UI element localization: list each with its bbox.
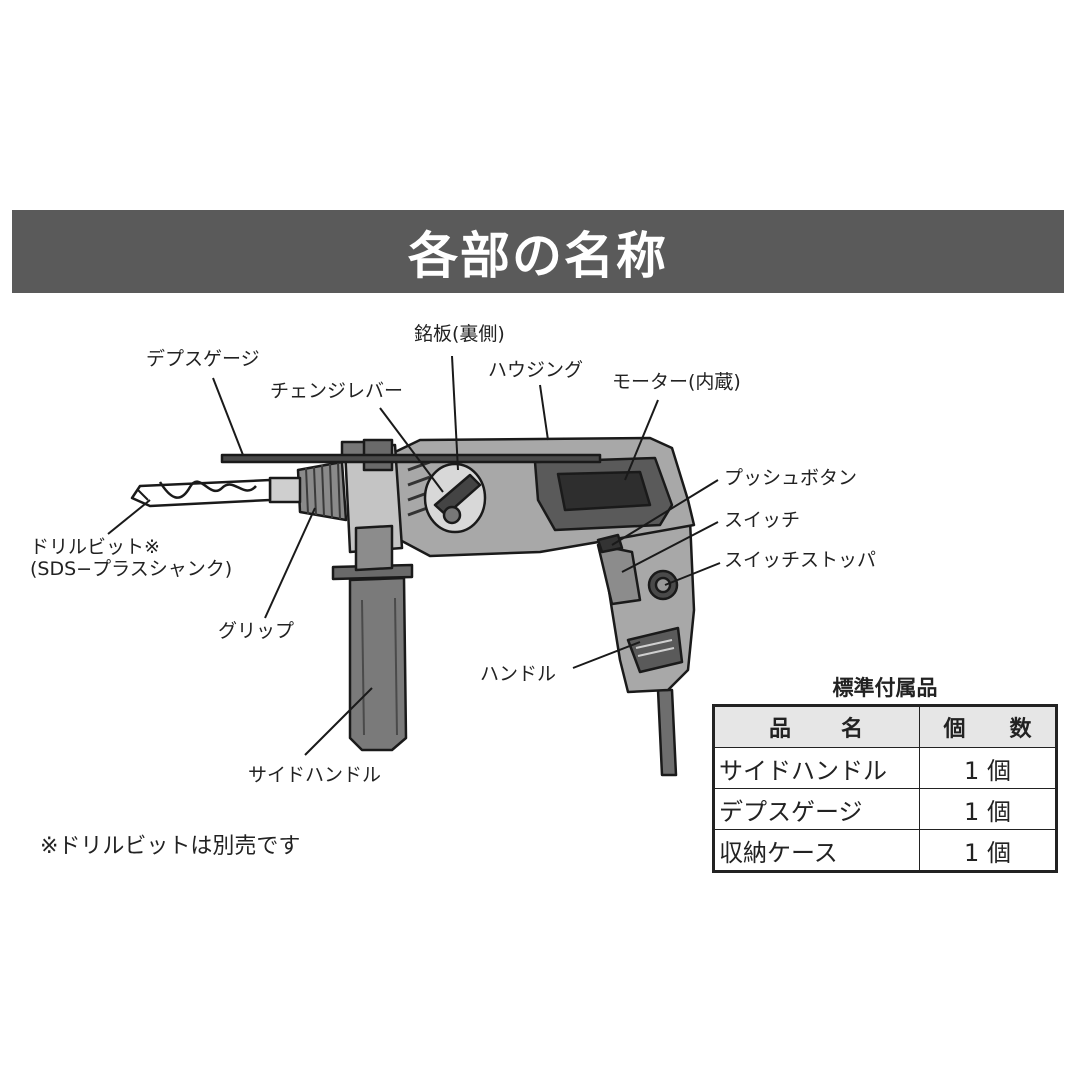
label-change-lever: チェンジレバー xyxy=(270,380,404,402)
leader-lines xyxy=(107,355,721,756)
label-drill-bit-line1: ドリルビット※ xyxy=(30,536,160,558)
note-drill-bit-sold-separately: ※ドリルビットは別売です xyxy=(40,834,301,859)
row-qty: 1 個 xyxy=(919,747,1057,789)
label-drill-bit-line2: (SDS−プラスシャンク) xyxy=(30,557,233,580)
label-push-button: プッシュボタン xyxy=(724,467,858,489)
leader-depth-gauge xyxy=(212,377,244,456)
accessories-table: 品 名 個 数 サイドハンドル 1 個 デプスゲージ 1 個 収納ケース 1 個 xyxy=(712,704,1058,873)
row-name: サイドハンドル xyxy=(713,747,920,789)
label-nameplate: 銘板(裏側) xyxy=(414,323,505,345)
row-qty: 1 個 xyxy=(919,788,1057,830)
table-header-row: 品 名 個 数 xyxy=(713,705,1057,748)
label-depth-gauge: デプスゲージ xyxy=(146,348,260,370)
leader-grip xyxy=(264,507,316,619)
leader-housing xyxy=(539,384,549,441)
row-name: デプスゲージ xyxy=(713,788,920,830)
row-qty: 1 個 xyxy=(919,829,1057,872)
leader-motor xyxy=(624,399,659,481)
leader-handle xyxy=(572,641,641,669)
table-row: サイドハンドル 1 個 xyxy=(713,747,1057,789)
hammer-drill-icon xyxy=(130,436,696,777)
label-switch-stopper: スイッチストッパ xyxy=(724,549,877,571)
label-grip: グリップ xyxy=(218,620,295,642)
leader-side-handle xyxy=(304,687,373,756)
leader-switch-stopper xyxy=(664,562,721,586)
row-name: 収納ケース xyxy=(713,829,920,872)
table-row: デプスゲージ 1 個 xyxy=(713,788,1057,830)
accessories-title: 標準付属品 xyxy=(832,676,938,700)
title-bar: 各部の名称 xyxy=(12,210,1064,293)
label-motor: モーター(内蔵) xyxy=(612,371,741,393)
label-side-handle: サイドハンドル xyxy=(248,764,382,786)
label-drill-bit: ドリルビット※ (SDS−プラスシャンク) xyxy=(30,536,233,581)
leader-push-button xyxy=(611,479,719,546)
leader-switch xyxy=(621,521,719,573)
label-housing: ハウジング xyxy=(488,359,584,381)
label-switch: スイッチ xyxy=(724,509,801,531)
header-item-name: 品 名 xyxy=(713,705,920,748)
label-handle: ハンドル xyxy=(480,663,557,685)
leader-drill-bit xyxy=(107,499,151,535)
leader-change-lever xyxy=(379,407,444,493)
header-quantity: 個 数 xyxy=(919,705,1057,748)
table-row: 収納ケース 1 個 xyxy=(713,829,1057,872)
page-title: 各部の名称 xyxy=(408,226,668,285)
leader-nameplate xyxy=(451,355,459,471)
